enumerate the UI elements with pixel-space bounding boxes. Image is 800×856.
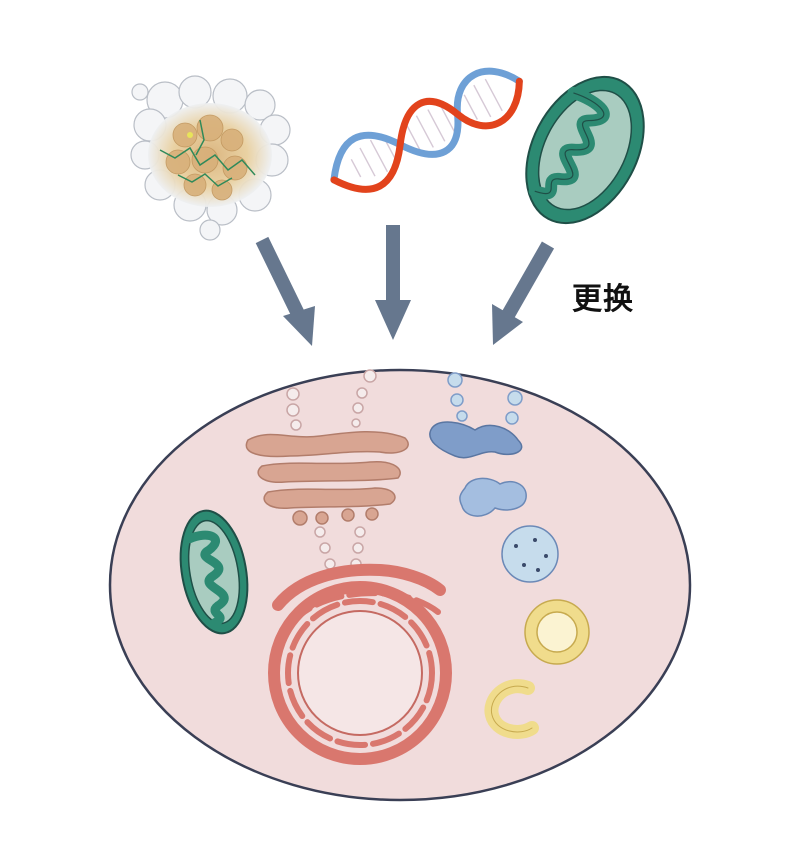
dna-double-helix-icon — [330, 67, 523, 193]
yellow-c-shaped-vesicle — [484, 679, 539, 739]
mitochondrion-in-cell — [179, 509, 249, 635]
cell-body — [108, 368, 692, 802]
blue-organelle-lower — [459, 477, 527, 517]
nucleus-endoplasmic-reticulum — [268, 563, 452, 765]
yellow-vesicle-ring — [524, 599, 590, 665]
vesicles-left — [286, 387, 302, 431]
vesicles-center — [351, 369, 377, 428]
protein-structure-icon — [130, 75, 291, 241]
arrow-mitochondrion-to-cell — [492, 241, 555, 345]
lysosome — [501, 525, 559, 583]
golgi-apparatus — [245, 431, 409, 526]
vesicles-blue — [447, 372, 523, 425]
replace-label: 更换 — [572, 282, 634, 317]
mitochondrion-icon-top — [525, 75, 645, 225]
blue-organelle-upper — [429, 421, 523, 459]
arrow-dna-to-cell — [375, 225, 411, 340]
arrow-protein-to-cell — [255, 236, 315, 346]
